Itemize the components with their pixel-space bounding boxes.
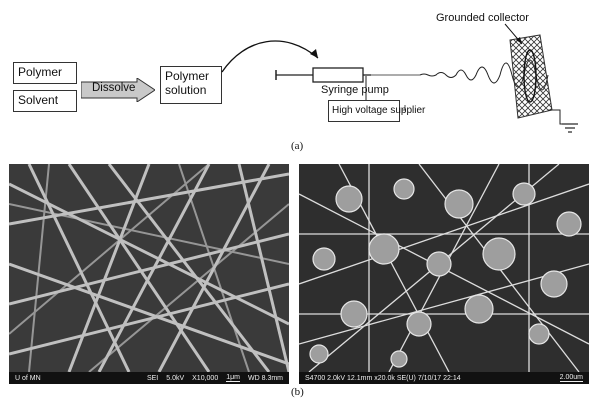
sem-left-lab: U of MN xyxy=(15,374,41,382)
syringe-pump-label: Syringe pump xyxy=(321,84,389,96)
grounded-collector-mesh xyxy=(509,34,553,119)
fiber-network-image xyxy=(9,164,289,373)
polymer-solution-box: Polymer solution xyxy=(160,66,222,104)
sem-left-voltage: 5.0kV xyxy=(166,374,185,382)
polymer-solution-line2: solution xyxy=(165,83,207,98)
sem-image-beaded-fibers: S4700 2.0kV 12.1mm x20.0k SE(U) 7/10/17 … xyxy=(299,164,589,384)
sem-right-info: S4700 2.0kV 12.1mm x20.0k SE(U) 7/10/17 … xyxy=(305,374,461,382)
sem-right-scale: 2.00um xyxy=(559,374,583,382)
caption-b: (b) xyxy=(291,386,304,398)
solvent-label: Solvent xyxy=(18,93,59,107)
caption-a: (a) xyxy=(291,140,304,152)
sem-left-mag: X10,000 xyxy=(192,374,219,382)
polymer-label: Polymer xyxy=(18,65,63,79)
dissolve-arrow xyxy=(81,78,155,102)
grounded-collector-label: Grounded collector xyxy=(436,12,529,24)
solvent-box: Solvent xyxy=(13,90,77,112)
sem-left-mode: SEI xyxy=(146,374,159,382)
curved-arrow-head xyxy=(310,49,318,58)
high-voltage-label: High voltage supplier xyxy=(332,105,426,116)
sem-left-wd: WD 8.3mm xyxy=(248,374,283,382)
curved-arrow xyxy=(221,40,319,73)
ground-icon xyxy=(548,109,578,133)
high-voltage-box: High voltage supplier xyxy=(328,100,425,122)
sem-info-bar-left: U of MN SEI 5.0kV X10,000 1μm WD 8.3mm xyxy=(9,372,289,384)
sem-info-bar-right: S4700 2.0kV 12.1mm x20.0k SE(U) 7/10/17 … xyxy=(299,372,589,384)
sem-image-aligned-fibers: U of MN SEI 5.0kV X10,000 1μm WD 8.3mm xyxy=(9,164,289,384)
polymer-box: Polymer xyxy=(13,62,77,84)
beaded-fiber-image xyxy=(299,164,589,373)
dissolve-label: Dissolve xyxy=(92,82,136,94)
polymer-solution-line1: Polymer xyxy=(165,69,210,83)
sem-left-scale: 1μm xyxy=(226,374,240,382)
apparatus-drawing xyxy=(221,23,578,133)
syringe-icon xyxy=(275,67,420,83)
